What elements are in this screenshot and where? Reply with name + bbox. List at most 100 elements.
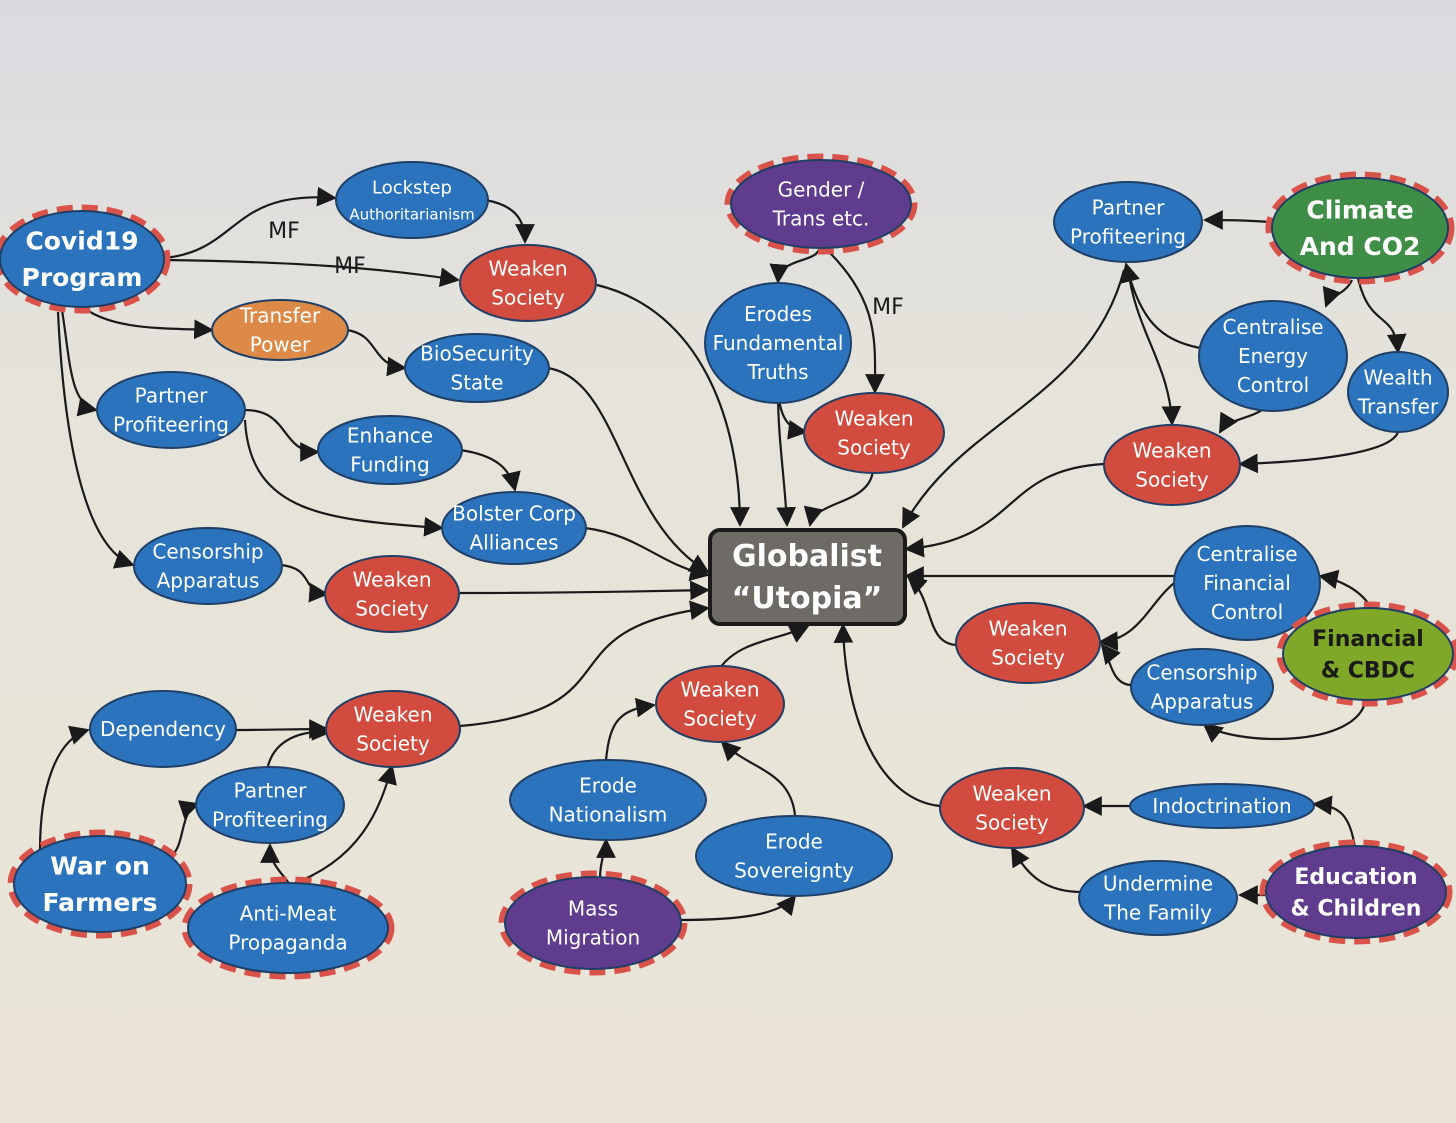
node-label-line: Weaken: [972, 782, 1051, 806]
node-label-line: & Children: [1291, 897, 1422, 922]
edge-label-mf: MF: [268, 219, 300, 244]
node-label-line: Partner: [1092, 196, 1165, 220]
edge-censor2-weaken5: [1100, 643, 1133, 687]
edge-biosec-center: [547, 366, 710, 574]
edge-bolster-center: [584, 526, 710, 582]
node-label-line: Financial: [1203, 571, 1291, 595]
node-shape: [459, 244, 597, 322]
node-label-line: Bolster Corp: [452, 502, 576, 526]
center-label-line: “Utopia”: [732, 581, 883, 616]
node-label-line: Propaganda: [228, 931, 347, 955]
node-label-line: Partner: [135, 384, 208, 408]
node-label-line: Education: [1294, 865, 1417, 890]
edge-weaken8-center: [833, 623, 941, 808]
node-label-line: Erode: [579, 774, 637, 798]
node-label-line: Weaken: [353, 703, 432, 727]
edge-covid-partner1: [60, 309, 98, 417]
node-dashed-border: [724, 153, 918, 255]
node-dashed-border: [1276, 601, 1456, 707]
edge-weaken6-center: [459, 600, 710, 728]
node-label-line: Partner: [234, 779, 307, 803]
node-label-line: Gender /: [778, 178, 865, 202]
node-label-line: Apparatus: [157, 569, 260, 593]
node-shape: [1282, 607, 1454, 701]
node-label-line: Society: [683, 707, 757, 731]
node-label-line: Weaken: [488, 257, 567, 281]
node-dashed-border: [181, 876, 395, 980]
edge-weaken3-center: [803, 469, 875, 527]
node-shape: [211, 299, 349, 361]
node-label-line: Nationalism: [549, 803, 668, 827]
node-shape: [1130, 648, 1274, 726]
node-shape: [1078, 860, 1238, 936]
node-shape: [1053, 181, 1203, 263]
node-shape: [1265, 845, 1447, 939]
edge-weaken7-center: [719, 625, 810, 669]
node-shape: [324, 555, 460, 633]
node-label-line: Climate: [1306, 196, 1413, 225]
node-label-line: Trans etc.: [772, 207, 870, 231]
node-label-line: Weaken: [352, 568, 431, 592]
node-shape: [1198, 300, 1348, 412]
node-shape: [1103, 424, 1241, 506]
node-label-line: Weaken: [834, 407, 913, 431]
edge-censor1-weaken2: [279, 563, 329, 603]
edge-antimeat-partner3: [260, 843, 291, 886]
edge-dependency-weaken6: [235, 719, 329, 739]
node-shape: [509, 759, 707, 841]
node-label-line: Mass: [568, 897, 618, 921]
edge-partner2-weaken4: [1126, 267, 1182, 426]
node-label-line: Undermine: [1103, 872, 1213, 896]
node-label-line: Apparatus: [1151, 690, 1254, 714]
node-label-line: Transfer: [239, 304, 321, 328]
edge-partner1-bolster: [243, 419, 444, 537]
node-dashed-border: [0, 204, 171, 314]
node-shape: [655, 665, 785, 743]
node-shape: [13, 835, 187, 933]
edge-sovereignty-weaken7: [720, 740, 797, 816]
node-label-line: Centralise: [1196, 542, 1297, 566]
node-label-line: Program: [22, 263, 143, 292]
node-label-line: Censorship: [1146, 661, 1257, 685]
node-label-line: And CO2: [1300, 232, 1421, 261]
node-shape: [325, 690, 461, 768]
center-box: [708, 528, 907, 626]
node-label-line: Society: [1135, 468, 1209, 492]
edge-financial-finctrl: [1318, 569, 1371, 607]
edge-climate-wealth: [1356, 277, 1407, 354]
node-label-line: BioSecurity: [420, 342, 534, 366]
node-label-line: The Family: [1103, 901, 1212, 925]
node-education: Education & Children: [1259, 839, 1453, 945]
node-label-line: Censorship: [152, 540, 263, 564]
node-label-line: Wealth: [1363, 366, 1432, 390]
node-shape: [1129, 783, 1315, 829]
edge-financial-censor2: [1202, 697, 1368, 743]
node-shape: [955, 602, 1101, 684]
edge-weaken4-center: [904, 462, 1105, 558]
node-label-line: Farmers: [42, 888, 157, 917]
edge-label-mf: MF: [334, 254, 366, 279]
edge-climate-partner2: [1203, 210, 1271, 230]
edge-farmers-dependency: [38, 725, 90, 851]
node-label-line: Control: [1211, 600, 1283, 624]
node-label-line: Erode: [765, 830, 823, 854]
edge-labels: MF MF MF: [268, 219, 904, 320]
node-dashed-border: [498, 870, 688, 976]
edge-covid-censor1: [56, 311, 135, 569]
node-label-line: Transfer: [1357, 395, 1439, 419]
edge-nationalism-weaken7: [604, 697, 656, 761]
nodes: Covid19ProgramLockstepAuthoritarianismWe…: [0, 153, 1456, 980]
center-label-line: Globalist: [732, 539, 882, 574]
node-shape: [695, 815, 893, 897]
node-label-line: State: [451, 371, 504, 395]
